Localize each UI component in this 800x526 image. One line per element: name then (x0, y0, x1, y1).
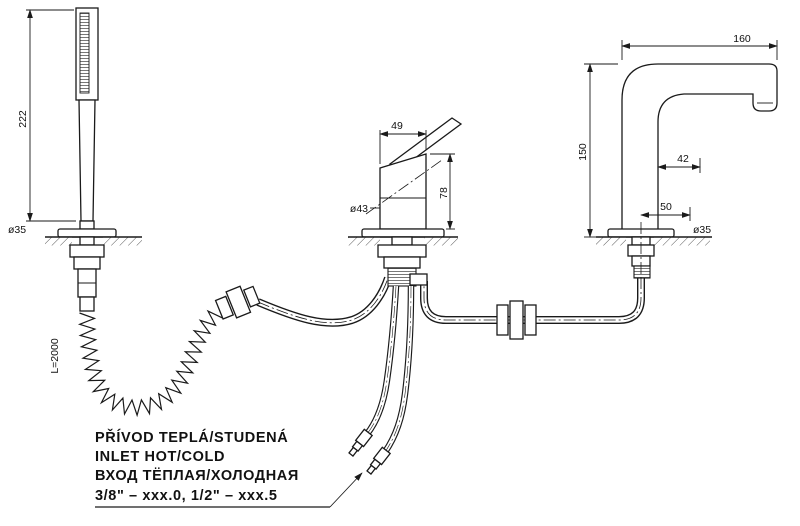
dim-spout-base-offset: 50 (660, 201, 672, 213)
dim-mixer-width: 49 (391, 120, 403, 132)
deck-hatch-right-a (596, 237, 626, 246)
shower-pipe-centerline (257, 277, 389, 324)
dim-spout-height: 150 (577, 143, 589, 161)
pipe-union-fitting (496, 300, 537, 340)
handle-connector (79, 220, 95, 230)
dim-spout-base-diameter: ø35 (693, 224, 711, 236)
deck-hatch-mid-b (424, 237, 458, 246)
mixer-shank-through-deck (391, 236, 413, 246)
spout-assembly: 160 150 42 50 ø35 (577, 33, 778, 280)
hand-shower-escutcheon (57, 228, 117, 238)
hose-connector-nut (79, 296, 95, 312)
mixer-escutcheon (361, 228, 445, 238)
mixer-mount-nut-2 (383, 256, 421, 269)
mixer-mount-nut-1 (377, 244, 427, 258)
mixer-side-port (409, 273, 428, 286)
hand-shower-assembly: 222 ø35 L=2000 (8, 7, 261, 418)
dim-handshower-height: 222 (17, 110, 29, 128)
deck-hatch-right-b (654, 237, 710, 246)
hose-length-label: L=2000 (49, 338, 61, 373)
mixer-assembly: 49 78 ø43 (348, 117, 463, 475)
inlet-hose-fitting-hot (348, 428, 374, 457)
mixer-section-line (365, 159, 443, 215)
connection-pipes (256, 276, 645, 340)
annotation-line-1: PŘÍVOD TEPLÁ/STUDENÁ (95, 428, 288, 446)
annotation-leader-arrow (329, 472, 363, 508)
deck-hatch-left-a (45, 237, 72, 246)
shower-mount-nut-2 (73, 256, 101, 270)
spout-threaded-shank (633, 265, 651, 279)
dim-handshower-diameter: ø35 (8, 224, 26, 236)
dim-spout-reach: 160 (733, 33, 751, 45)
annotation-line-2: INLET HOT/COLD (95, 449, 225, 465)
annotation-block: PŘÍVOD TEPLÁ/STUDENÁ INLET HOT/COLD ВХОД… (95, 428, 363, 508)
shower-shank-through-deck (79, 236, 95, 246)
deck-hatch-left-b (102, 237, 142, 246)
hand-shower-handle (78, 99, 96, 222)
dim-mixer-height: 78 (438, 187, 450, 199)
spout-body (621, 63, 778, 229)
dim-mixer-base-diameter: ø43 (350, 203, 368, 215)
mixer-body (379, 153, 427, 230)
annotation-line-4: 3/8" – xxx.0, 1/2" – xxx.5 (95, 488, 278, 504)
deck-hatch-mid-a (348, 237, 380, 246)
shower-pipe (256, 276, 392, 327)
inlet-hose-fitting-cold (366, 446, 392, 475)
spray-face (79, 12, 90, 94)
corrugated-hose (77, 309, 223, 418)
dim-spout-offset: 42 (677, 153, 689, 165)
annotation-line-3: ВХОД ТЁПЛАЯ/ХОЛОДНАЯ (95, 467, 299, 484)
hose-fitting (214, 285, 261, 320)
inlet-hoses (348, 285, 415, 475)
shower-mount-nut-1 (69, 244, 105, 258)
